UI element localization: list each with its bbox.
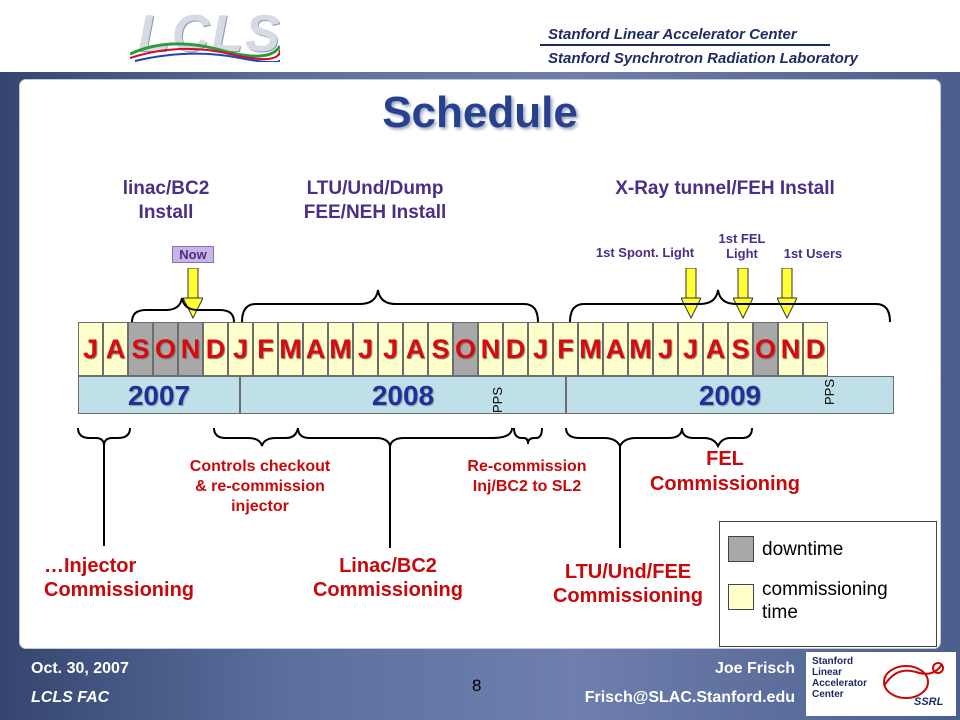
month-cell: A: [603, 322, 628, 376]
legend-line: commissioning: [762, 579, 888, 600]
label-line: & re-commission: [195, 478, 325, 495]
month-cell: S: [428, 322, 453, 376]
label-line: LTU/Und/FEE: [564, 561, 692, 583]
month-cell: O: [453, 322, 478, 376]
month-cell: J: [228, 322, 253, 376]
month-cell: S: [728, 322, 753, 376]
slide-title: Schedule: [382, 88, 578, 137]
month-cell: J: [378, 322, 403, 376]
year-2009: 2009: [566, 376, 894, 414]
month-cell: J: [353, 322, 378, 376]
footer-event: LCLS FAC: [31, 689, 110, 706]
month-cell: A: [703, 322, 728, 376]
month-cell: F: [253, 322, 278, 376]
month-cell: D: [203, 322, 228, 376]
recommission-label: Re-commission Inj/BC2 to SL2: [452, 457, 602, 497]
slac-ssrl-logo: Stanford Linear Accelerator Center SSRL: [806, 652, 956, 716]
now-label: Now: [172, 246, 214, 263]
phase-label: Install: [138, 202, 194, 223]
footer-date: Oct. 30, 2007: [31, 660, 129, 677]
month-cell: F: [553, 322, 578, 376]
month-cell: O: [153, 322, 178, 376]
month-cell: J: [678, 322, 703, 376]
legend-line: time: [762, 602, 798, 623]
label-line: Commissioning: [649, 473, 800, 495]
label-line: Commissioning: [552, 585, 703, 607]
label-line: injector: [231, 498, 289, 515]
month-cell: S: [128, 322, 153, 376]
org-name-ssrl: Stanford Synchrotron Radiation Laborator…: [548, 50, 859, 67]
phase-linac-install: linac/BC2 Install: [96, 177, 236, 225]
slide-header: LCLS Stanford Linear Accelerator Center …: [0, 0, 960, 72]
label-line: Re-commission: [467, 458, 587, 475]
event-line: Light: [726, 246, 758, 261]
logo-line: Accelerator: [812, 678, 868, 689]
ltu-commissioning-label: LTU/Und/FEE Commissioning: [540, 560, 716, 608]
month-cell: D: [503, 322, 528, 376]
logo-line: Center: [812, 689, 844, 700]
legend: downtime commissioning time: [719, 521, 937, 647]
month-cell: M: [578, 322, 603, 376]
footer-email: Frisch@SLAC.Stanford.edu: [584, 689, 795, 706]
label-line: …Injector: [44, 555, 137, 577]
controls-checkout-label: Controls checkout & re-commission inject…: [170, 457, 350, 517]
ssrl-text: SSRL: [914, 696, 944, 708]
month-cell: N: [478, 322, 503, 376]
legend-swatch-downtime: [728, 536, 754, 562]
month-cell: A: [403, 322, 428, 376]
event-line: 1st FEL: [718, 231, 766, 246]
phase-label: FEE/NEH Install: [303, 202, 447, 223]
label-line: Commissioning: [312, 579, 463, 601]
label-line: Inj/BC2 to SL2: [472, 478, 582, 495]
month-cell: M: [628, 322, 653, 376]
pps-label-2009: PPS: [822, 378, 837, 405]
year-2007: 2007: [78, 376, 240, 414]
header-divider: [540, 44, 830, 46]
year-2008: 2008: [240, 376, 566, 414]
month-cell: J: [528, 322, 553, 376]
linac-commissioning-label: Linac/BC2 Commissioning: [300, 554, 476, 602]
label-line: Controls checkout: [189, 458, 331, 475]
legend-label-commissioning: commissioning time: [762, 578, 888, 624]
first-fel-light-label: 1st FEL Light: [700, 231, 784, 261]
label-line: Linac/BC2: [339, 555, 437, 577]
phase-label: LTU/Und/Dump: [306, 178, 444, 199]
month-cell: J: [653, 322, 678, 376]
month-cell: D: [803, 322, 828, 376]
month-cell: A: [303, 322, 328, 376]
logo-line: Linear: [812, 667, 843, 678]
legend-swatch-commissioning: [728, 584, 754, 610]
phase-label: X-Ray tunnel/FEH Install: [615, 178, 835, 199]
top-braces: [131, 289, 891, 323]
org-name-slac: Stanford Linear Accelerator Center: [548, 26, 797, 43]
month-cell: N: [778, 322, 803, 376]
footer-author: Joe Frisch: [714, 660, 795, 677]
phase-xray-install: X-Ray tunnel/FEH Install: [560, 177, 890, 201]
month-cell: O: [753, 322, 778, 376]
phase-ltu-install: LTU/Und/Dump FEE/NEH Install: [270, 177, 480, 225]
injector-commissioning-label: …Injector Commissioning: [44, 554, 214, 602]
slide-number: 8: [472, 676, 482, 695]
label-line: Commissioning: [44, 579, 195, 601]
legend-label-downtime: downtime: [762, 539, 844, 560]
phase-label: linac/BC2: [122, 178, 210, 199]
fel-commissioning-label: FEL Commissioning: [640, 447, 810, 497]
first-spont-light-label: 1st Spont. Light: [595, 245, 695, 260]
month-cell: J: [78, 322, 103, 376]
month-cell: M: [278, 322, 303, 376]
month-cell: A: [103, 322, 128, 376]
bottom-braces: [77, 427, 753, 548]
month-cell: M: [328, 322, 353, 376]
label-line: FEL: [706, 448, 744, 470]
logo-swoosh-icon: [130, 42, 280, 62]
pps-label-2008: PPS: [490, 386, 505, 413]
slac-logo-text: Stanford Linear Accelerator Center: [812, 656, 867, 700]
first-users-label: 1st Users: [783, 246, 843, 261]
month-cell: N: [178, 322, 203, 376]
logo-line: Stanford: [812, 656, 854, 667]
ssrl-ring-icon: [883, 662, 944, 699]
